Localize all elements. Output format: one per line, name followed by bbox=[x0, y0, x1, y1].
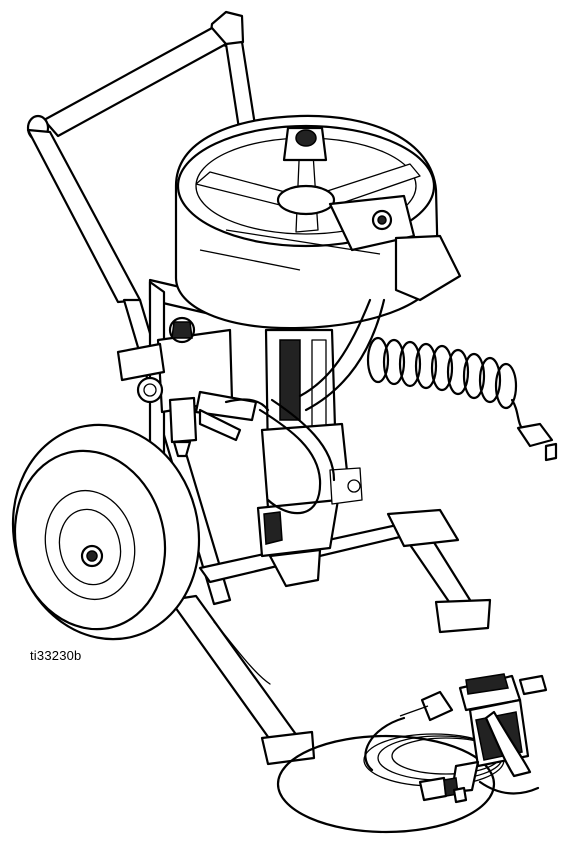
air-regulator bbox=[116, 316, 258, 458]
hose-fittings bbox=[418, 776, 468, 804]
fluid-pump bbox=[256, 328, 363, 588]
figure-label: ti33230b bbox=[30, 648, 82, 663]
spray-gun bbox=[399, 673, 548, 794]
wheel bbox=[11, 423, 201, 641]
fluid-hose-loop bbox=[224, 398, 336, 515]
air-motor bbox=[174, 114, 462, 330]
coil-hose bbox=[298, 298, 558, 462]
